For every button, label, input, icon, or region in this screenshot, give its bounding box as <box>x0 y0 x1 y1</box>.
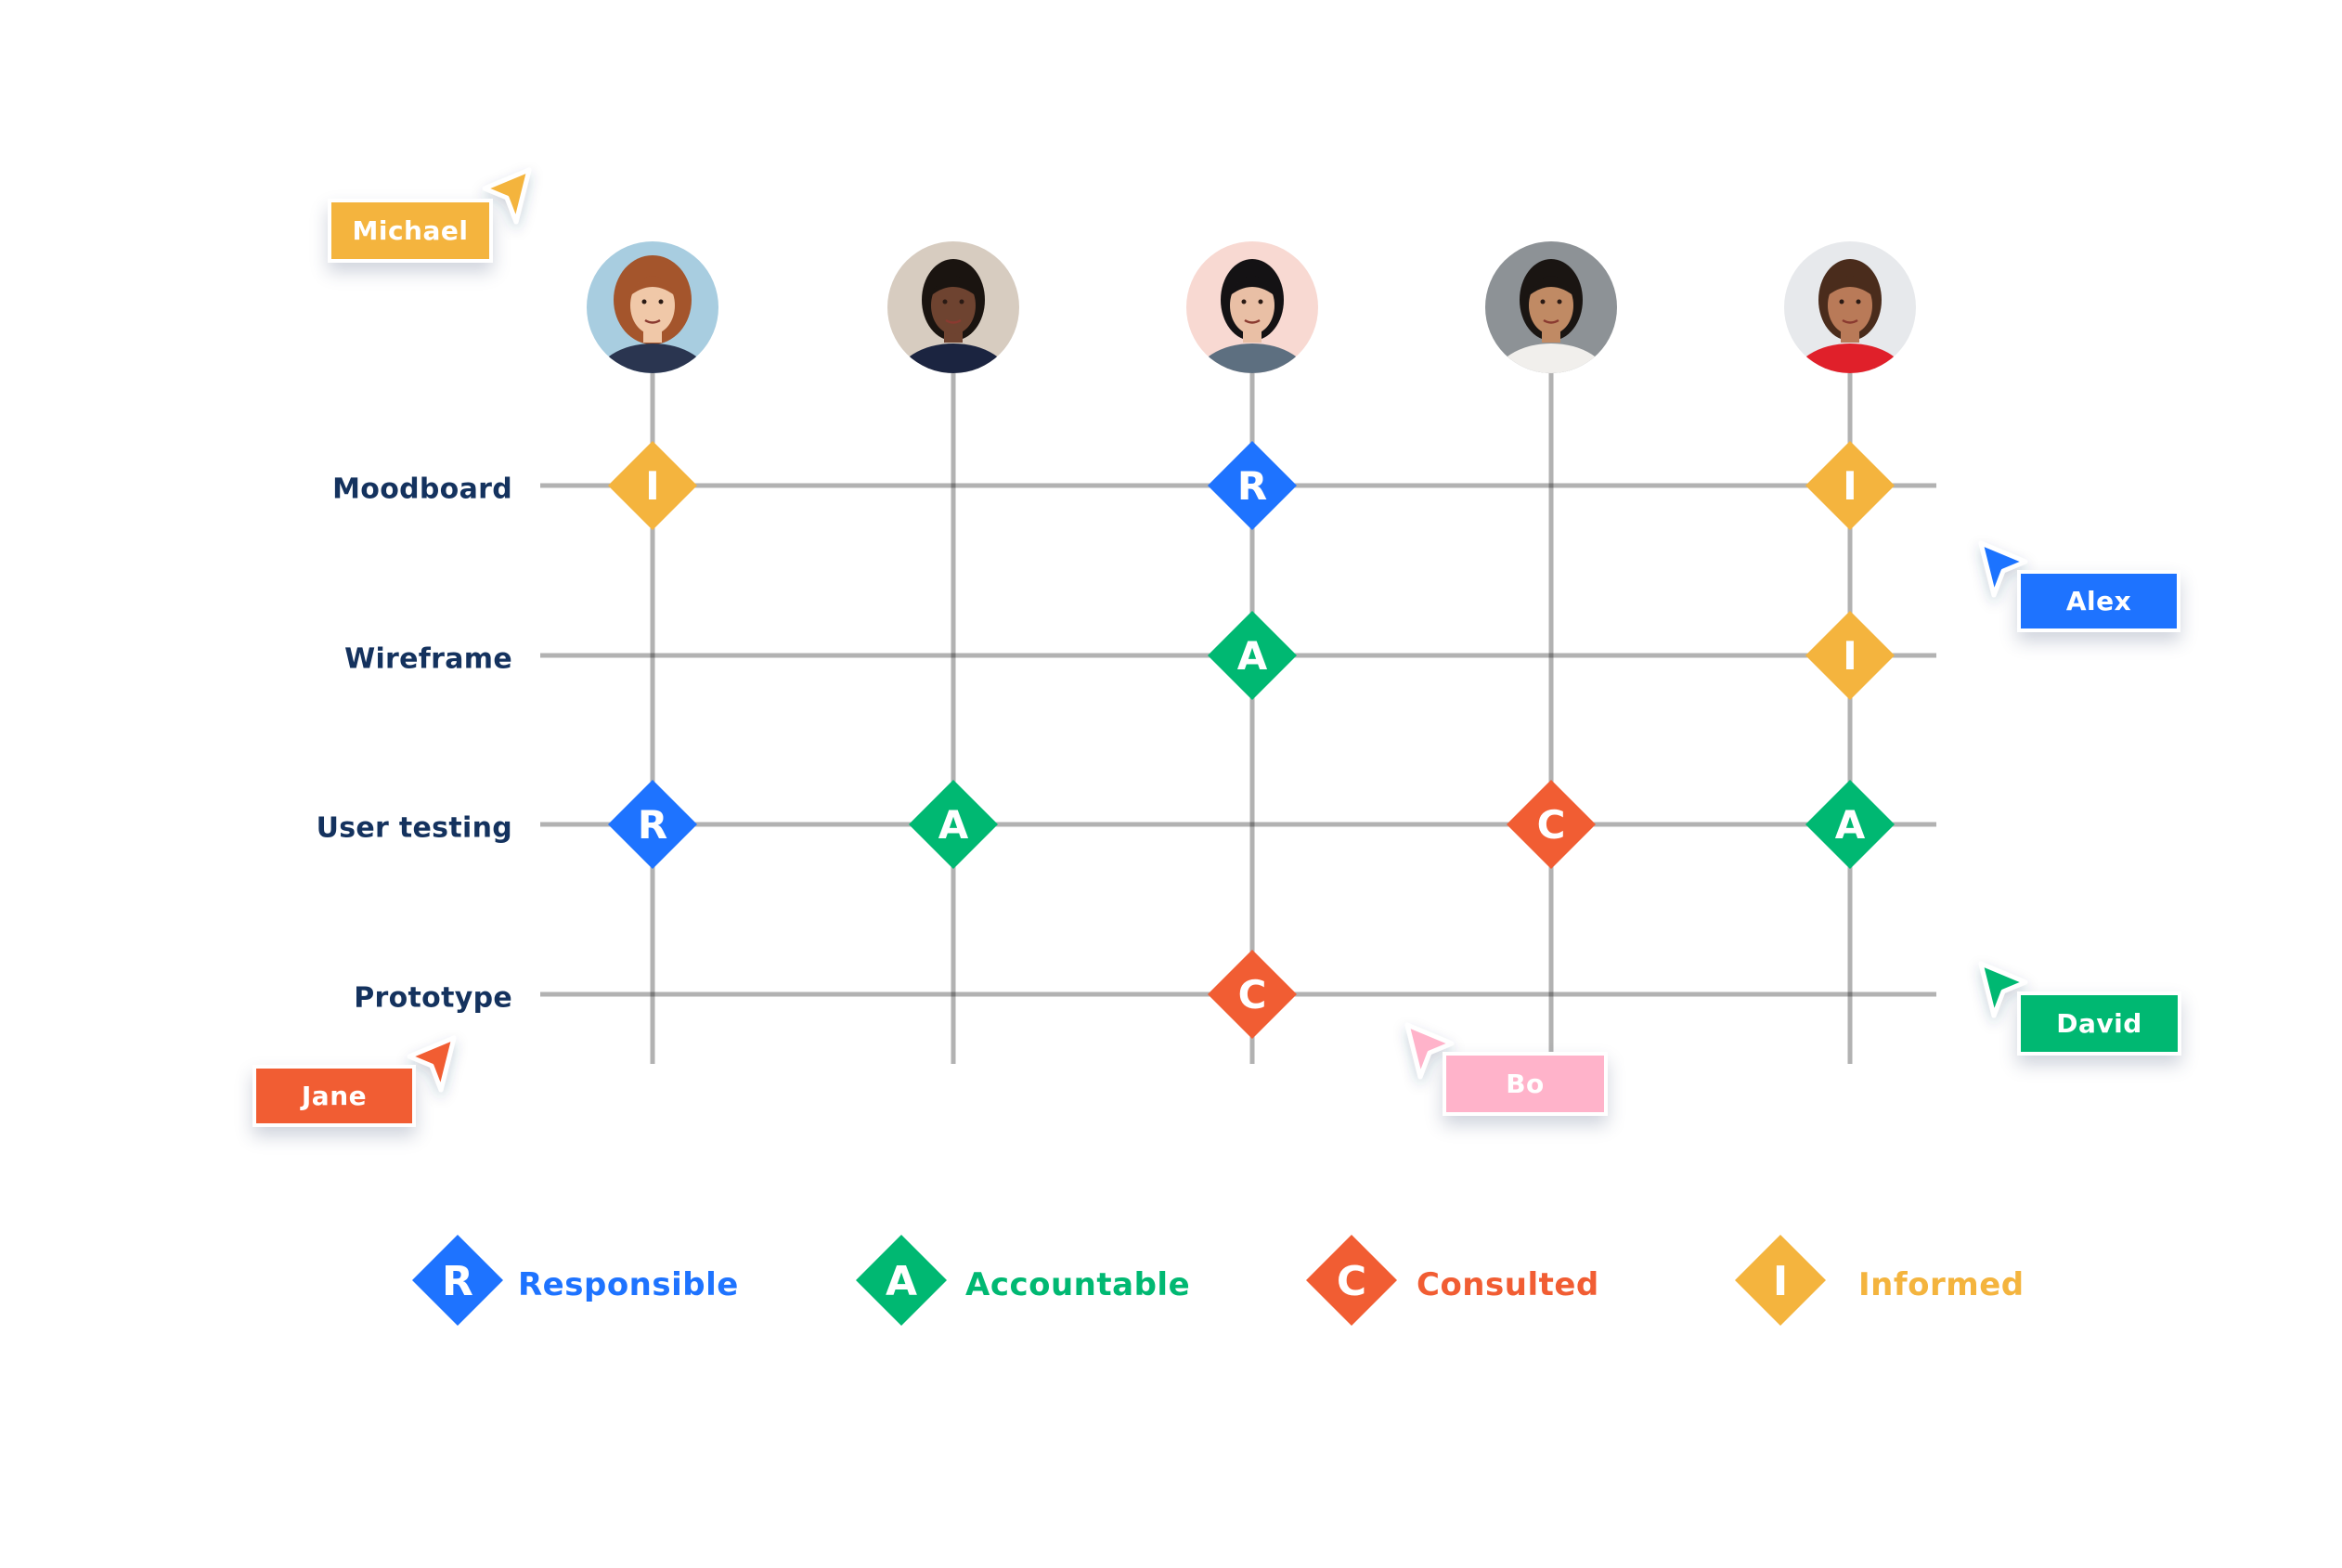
assignment-prototype-c: C <box>1208 950 1297 1039</box>
avatars <box>587 241 1916 373</box>
cursor-arrow-icon-david <box>1978 961 2028 1018</box>
role-letter: A <box>1835 802 1866 848</box>
avatar-redhead-woman <box>587 241 718 373</box>
legend-diamond-informed: I <box>1735 1235 1826 1326</box>
assignment-user-testing-c: C <box>1507 780 1596 869</box>
legend-diamond-consulted: C <box>1306 1235 1397 1326</box>
avatar-woman-dark-hair <box>1186 241 1318 373</box>
assignment-wireframe-i: I <box>1805 611 1895 700</box>
legend-letter: I <box>1773 1258 1788 1305</box>
avatar-man-twists <box>887 241 1019 373</box>
role-letter: C <box>1238 972 1267 1017</box>
legend-letter: C <box>1337 1258 1366 1305</box>
cursor-arrows <box>407 167 2028 1093</box>
cursor-name-alex: Alex <box>2065 586 2132 616</box>
legend-label-responsible: Responsible <box>518 1266 739 1303</box>
legend-diamond-accountable: A <box>856 1235 947 1326</box>
cursor-arrow-icon-alex <box>1978 540 2028 598</box>
role-letter: I <box>1843 463 1857 509</box>
role-letter: A <box>938 802 969 848</box>
role-letter: A <box>1237 633 1268 679</box>
role-letter: R <box>1237 463 1267 509</box>
role-letter: I <box>1843 633 1857 679</box>
role-letter: I <box>645 463 660 509</box>
cursor-tag-michael: Michael <box>328 199 493 263</box>
cursor-name-david: David <box>2056 1008 2142 1039</box>
legend-letter: A <box>886 1258 917 1305</box>
assignment-moodboard-i: I <box>1805 441 1895 530</box>
assignment-user-testing-a: A <box>1805 780 1895 869</box>
task-label-moodboard: Moodboard <box>332 473 512 506</box>
cursor-arrow-icon-bo <box>1404 1022 1455 1080</box>
assignment-user-testing-a: A <box>909 780 998 869</box>
cursor-arrow-icon-michael <box>482 167 532 225</box>
task-label-wireframe: Wireframe <box>344 642 512 676</box>
cursor-tag-bo: Bo <box>1443 1052 1608 1116</box>
legend-label-accountable: Accountable <box>965 1266 1191 1303</box>
grid-lines <box>540 373 1936 1064</box>
cursor-arrow-icon-jane <box>407 1035 457 1093</box>
assignment-moodboard-i: I <box>608 441 697 530</box>
cursor-name-michael: Michael <box>352 215 469 246</box>
cursor-tag-jane: Jane <box>252 1065 416 1127</box>
assignment-diamonds: I R I A I R A C A C <box>608 441 1895 1039</box>
legend-letter: R <box>442 1258 473 1305</box>
cursor-name-jane: Jane <box>301 1081 368 1111</box>
assignment-moodboard-r: R <box>1208 441 1297 530</box>
cursor-name-bo: Bo <box>1506 1069 1545 1099</box>
avatar-man-smiling <box>1485 241 1617 373</box>
legend-label-informed: Informed <box>1858 1266 2025 1303</box>
assignment-user-testing-r: R <box>608 780 697 869</box>
role-letter: R <box>638 802 667 848</box>
avatar-woman-red-sweater <box>1784 241 1916 373</box>
assignment-wireframe-a: A <box>1208 611 1297 700</box>
task-label-user-testing: User testing <box>316 811 512 845</box>
task-label-prototype: Prototype <box>354 981 512 1015</box>
role-letter: C <box>1537 802 1566 848</box>
legend-diamond-responsible: R <box>412 1235 503 1326</box>
cursor-tag-alex: Alex <box>2017 570 2180 632</box>
legend-label-consulted: Consulted <box>1417 1266 1599 1303</box>
cursor-tag-david: David <box>2017 991 2181 1056</box>
